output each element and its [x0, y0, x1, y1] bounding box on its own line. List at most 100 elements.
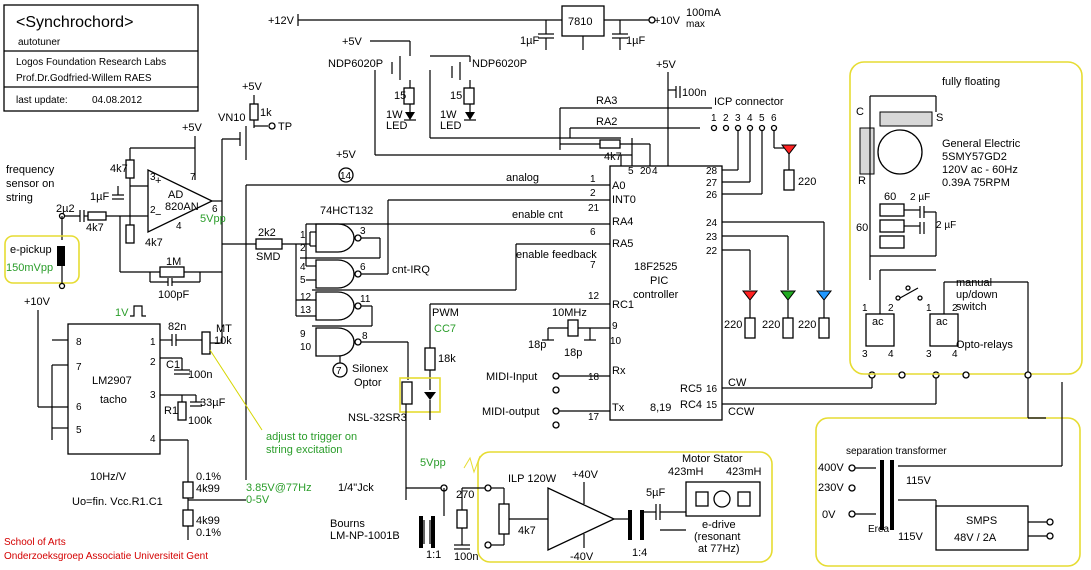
svg-text:18p: 18p: [528, 339, 546, 351]
svg-text:5: 5: [300, 275, 306, 286]
svg-text:3: 3: [735, 113, 741, 124]
svg-text:16: 16: [706, 384, 718, 395]
svg-text:max: max: [686, 19, 705, 30]
svg-text:-40V: -40V: [570, 551, 594, 563]
diagram-subtitle: autotuner: [18, 37, 61, 48]
svg-text:0.1%: 0.1%: [196, 471, 221, 483]
pic-section: 18F2525 PIC controller +5V 100n 4 5 20 R…: [245, 59, 940, 480]
svg-text:24: 24: [706, 218, 718, 229]
svg-text:RA4: RA4: [612, 216, 633, 228]
svg-text:100pF: 100pF: [158, 289, 189, 301]
svg-text:23: 23: [706, 232, 718, 243]
svg-text:1: 1: [926, 303, 932, 314]
svg-text:10Hz/V: 10Hz/V: [90, 471, 127, 483]
svg-text:74HCT132: 74HCT132: [320, 205, 373, 217]
svg-text:220: 220: [798, 176, 816, 188]
svg-text:1M: 1M: [166, 256, 181, 268]
svg-text:+40V: +40V: [572, 469, 599, 481]
amp-label: ILP 120W: [508, 473, 557, 485]
svg-text:RC4: RC4: [680, 399, 702, 411]
svg-text:1V: 1V: [115, 307, 129, 319]
svg-text:RC1: RC1: [612, 299, 634, 311]
svg-text:10MHz: 10MHz: [552, 307, 587, 319]
icp-label: ICP connector: [714, 96, 784, 108]
svg-text:7: 7: [590, 260, 596, 271]
opamp-ad820: [147, 168, 214, 234]
ccw-label: CCW: [728, 406, 755, 418]
diagram-title: <Synchrochord>: [16, 14, 133, 31]
svg-text:270: 270: [456, 489, 474, 501]
svg-text:C1: C1: [166, 359, 180, 371]
svg-text:AD: AD: [168, 189, 183, 201]
svg-text:6: 6: [771, 113, 777, 124]
svg-text:20: 20: [640, 166, 652, 177]
svg-text:7: 7: [190, 172, 196, 183]
svg-text:9: 9: [612, 321, 618, 332]
svg-text:+5V: +5V: [242, 81, 263, 93]
svg-text:220: 220: [762, 319, 780, 331]
svg-text:C: C: [856, 106, 864, 118]
pickup-label: e-pickup: [10, 244, 52, 256]
opamp-out-level: 5Vpp: [200, 213, 226, 225]
svg-text:11: 11: [360, 294, 371, 305]
svg-text:220: 220: [724, 319, 742, 331]
svg-text:LM-NP-1001B: LM-NP-1001B: [330, 530, 400, 542]
svg-text:TP: TP: [278, 121, 292, 133]
led-driver-section: +5V NDP6020P 15 1W LED NDP6020P 15 1W LE…: [328, 36, 632, 156]
enable-cnt-label: enable cnt: [512, 209, 563, 221]
tacho-section: +10V LM2907 tacho 8 1 2 3 7 6 5 4 1V 82n…: [24, 272, 357, 540]
svg-text:PIC: PIC: [650, 275, 668, 287]
svg-text:RA3: RA3: [596, 95, 617, 107]
svg-text:12: 12: [300, 292, 312, 303]
svg-text:400V: 400V: [818, 462, 844, 474]
svg-text:1W: 1W: [440, 109, 457, 121]
svg-text:1:4: 1:4: [632, 547, 647, 559]
svg-text:5Vpp: 5Vpp: [420, 457, 446, 469]
nand-gate-4: [315, 327, 355, 357]
svg-text:8: 8: [362, 331, 368, 342]
svg-text:1: 1: [590, 174, 596, 185]
svg-text:A0: A0: [612, 180, 625, 192]
svg-text:5: 5: [759, 113, 765, 124]
transformer-label: separation transformer: [846, 446, 947, 457]
p12v-label: +12V: [268, 15, 295, 27]
switch-label-3: switch: [956, 301, 987, 313]
svg-text:33µF: 33µF: [200, 397, 226, 409]
svg-text:4: 4: [300, 262, 306, 273]
pic-18f2525: [609, 165, 723, 421]
svg-text:Rx: Rx: [612, 365, 626, 377]
svg-text:tacho: tacho: [100, 394, 127, 406]
svg-text:Uo=fin. Vcc.R1.C1: Uo=fin. Vcc.R1.C1: [72, 496, 163, 508]
org-name: Logos Foundation Research Labs: [16, 57, 166, 68]
svg-text:(resonant: (resonant: [694, 531, 740, 543]
svg-text:3: 3: [150, 172, 156, 183]
svg-text:4k99: 4k99: [196, 515, 220, 527]
svg-text:2: 2: [723, 113, 729, 124]
svg-text:PWM: PWM: [432, 307, 459, 319]
svg-text:+: +: [155, 175, 161, 187]
svg-text:4k99: 4k99: [196, 483, 220, 495]
svg-text:NSL-32SR3: NSL-32SR3: [348, 412, 407, 424]
title-block: <Synchrochord> autotuner Logos Foundatio…: [3, 4, 199, 112]
power-amp: [547, 486, 616, 552]
svg-text:1: 1: [150, 337, 156, 348]
svg-text:7: 7: [336, 366, 342, 377]
svg-text:115V: 115V: [898, 531, 924, 543]
regulator-section: +12V 7810 +10V 100mA max 1µF 1µF: [268, 5, 722, 50]
lm2907-chip: [67, 323, 161, 455]
svg-text:S: S: [936, 112, 943, 124]
tacho-out-level-1: 3.85V@77Hz: [246, 482, 312, 494]
svg-text:Erea: Erea: [868, 524, 890, 535]
svg-text:1/4"Jck: 1/4"Jck: [338, 482, 374, 494]
nand-gate-1: [315, 223, 355, 253]
svg-text:1µF: 1µF: [626, 35, 645, 47]
icp-pins: 1 2 3 4 5 6: [710, 113, 778, 132]
svg-text:1µF: 1µF: [90, 191, 109, 203]
svg-text:48V / 2A: 48V / 2A: [954, 532, 997, 544]
svg-text:ac: ac: [936, 316, 948, 328]
svg-text:8: 8: [76, 337, 82, 348]
svg-text:423mH: 423mH: [726, 466, 762, 478]
svg-text:18F2525: 18F2525: [634, 261, 677, 273]
led-red: [741, 290, 759, 301]
vn10-section: VN10 +5V 1k TP: [218, 81, 292, 201]
